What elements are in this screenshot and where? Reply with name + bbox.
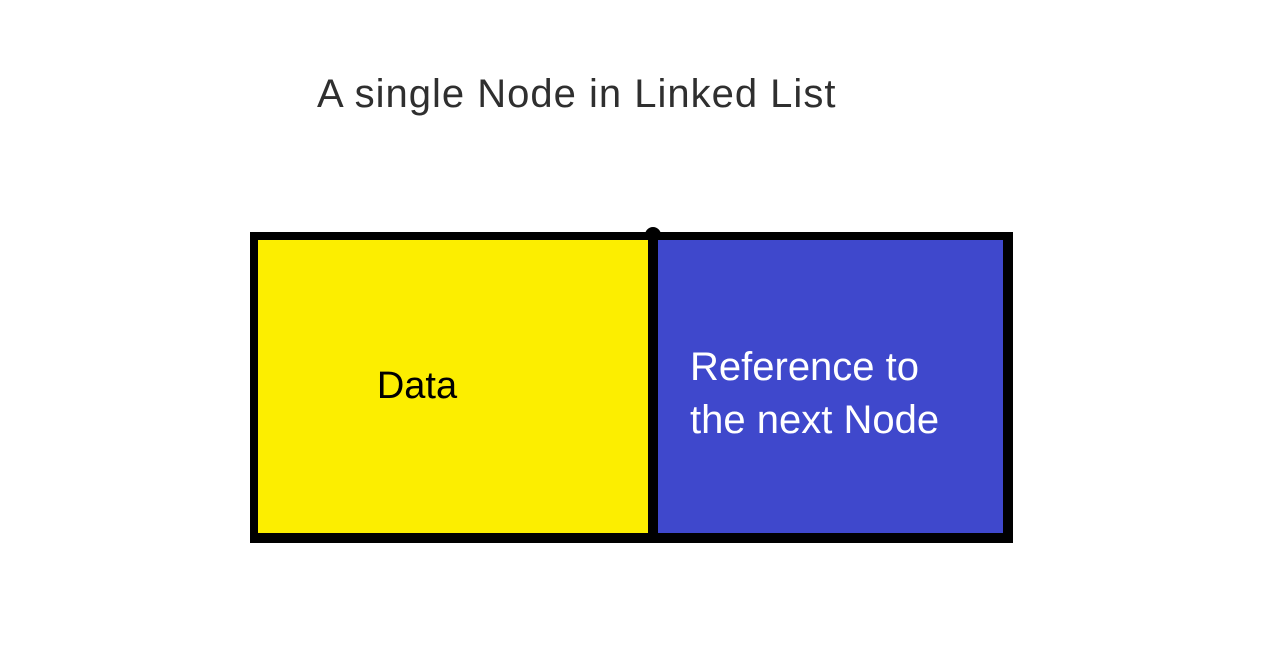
- diagram-title: A single Node in Linked List: [317, 72, 837, 116]
- reference-cell-label: Reference to the next Node: [690, 341, 939, 447]
- reference-cell-line-2: the next Node: [690, 397, 940, 442]
- data-cell-label: Data: [376, 365, 458, 407]
- reference-cell: Reference to the next Node: [658, 240, 1003, 533]
- data-cell: Data: [258, 240, 648, 533]
- divider-nub: [645, 227, 661, 239]
- linked-list-node: Data Reference to the next Node: [250, 227, 1013, 543]
- reference-cell-line-1: Reference to: [690, 344, 920, 389]
